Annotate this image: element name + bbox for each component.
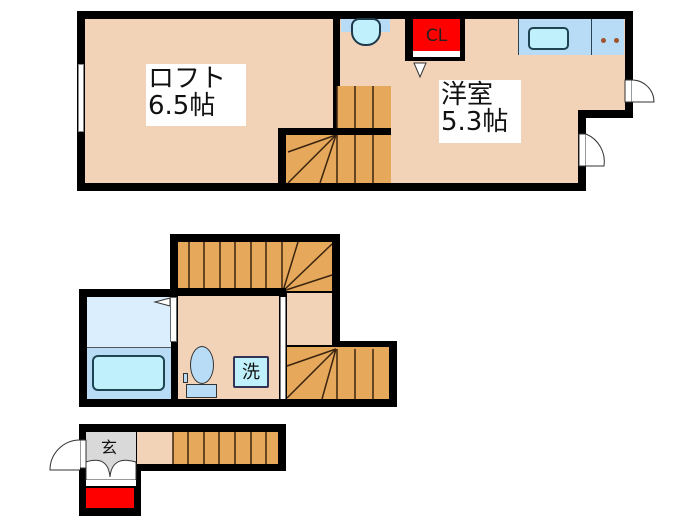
ground-hall-floor bbox=[137, 432, 173, 464]
western-room-name: 洋室 bbox=[441, 80, 494, 110]
sliding-door[interactable] bbox=[280, 297, 286, 399]
stove-burner-icon bbox=[614, 38, 619, 43]
kitchen-sink bbox=[528, 27, 569, 50]
loft-size: 6.5帖 bbox=[148, 91, 216, 122]
toilet-lever bbox=[183, 373, 188, 383]
ground-stairs bbox=[173, 432, 278, 464]
bathtub bbox=[92, 355, 165, 391]
stove-burner-icon bbox=[601, 38, 606, 43]
upper-toilet-bowl bbox=[351, 18, 381, 46]
bathroom-floor bbox=[87, 297, 171, 347]
western-room-size: 5.3帖 bbox=[441, 107, 509, 138]
step-edge bbox=[86, 480, 136, 486]
stair-wall-v bbox=[278, 128, 286, 191]
toilet-tank bbox=[186, 384, 217, 398]
stair-divider bbox=[178, 288, 286, 293]
washer-box: 洗 bbox=[233, 356, 269, 388]
closet: CL bbox=[413, 19, 460, 51]
closet-door[interactable] bbox=[413, 51, 460, 57]
bathroom-door[interactable] bbox=[170, 297, 177, 342]
middle-stairs-bottom bbox=[287, 347, 389, 399]
loft-label: ロフト 6.5帖 bbox=[146, 64, 246, 126]
loft-window bbox=[78, 64, 84, 132]
landing-floor bbox=[287, 293, 332, 345]
western-room-label: 洋室 5.3帖 bbox=[439, 80, 521, 143]
bath-wall bbox=[171, 342, 178, 399]
entrance-label: 玄 bbox=[101, 438, 118, 457]
toilet-bowl bbox=[190, 346, 214, 384]
loft-name: ロフト bbox=[148, 64, 227, 94]
shoe-closet bbox=[86, 488, 134, 508]
stair-wall-h bbox=[278, 128, 391, 135]
loft-partition bbox=[333, 11, 340, 88]
counter-divider bbox=[591, 19, 592, 55]
notch-wall-h bbox=[578, 110, 633, 118]
